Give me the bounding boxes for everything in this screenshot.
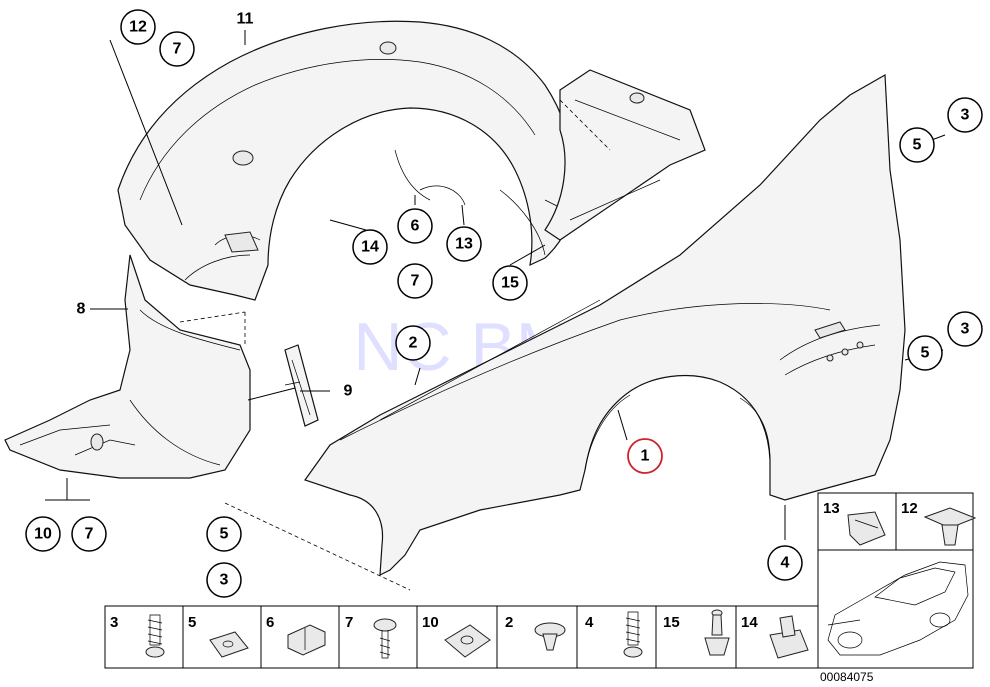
table-label-7: 7 xyxy=(345,614,353,631)
callout-3-top-right: 3 xyxy=(947,97,983,133)
callout-7-mid: 7 xyxy=(397,263,433,299)
callout-7-bottom: 7 xyxy=(71,516,107,552)
svg-text:7: 7 xyxy=(411,273,420,290)
rivet-icon xyxy=(534,622,566,651)
table-label-3: 3 xyxy=(110,614,118,631)
svg-text:6: 6 xyxy=(411,218,420,235)
vent-cover xyxy=(284,344,319,427)
svg-text:5: 5 xyxy=(220,526,229,543)
callout-1: 1 xyxy=(627,438,663,474)
clip-icon xyxy=(287,624,326,656)
svg-text:12: 12 xyxy=(901,500,918,517)
svg-text:4: 4 xyxy=(781,555,790,572)
svg-text:10: 10 xyxy=(34,526,52,543)
svg-text:13: 13 xyxy=(823,500,840,517)
table-label-14: 14 xyxy=(741,614,758,631)
self-tapping-screw-icon xyxy=(623,611,643,658)
speed-nut-icon xyxy=(209,631,249,658)
svg-text:3: 3 xyxy=(961,107,970,124)
leader-lines xyxy=(45,30,946,591)
svg-text:1: 1 xyxy=(641,448,650,465)
table-label-15: 15 xyxy=(663,614,680,631)
callout-5-bottom: 5 xyxy=(206,516,242,552)
callout-15: 15 xyxy=(492,265,528,301)
svg-text:7: 7 xyxy=(85,526,94,543)
svg-text:15: 15 xyxy=(501,275,519,292)
push-pin-icon xyxy=(704,609,730,656)
svg-text:14: 14 xyxy=(361,239,379,256)
label-9: 9 xyxy=(344,383,353,400)
callout-5-top-right: 5 xyxy=(899,127,935,163)
svg-text:5: 5 xyxy=(921,345,930,362)
callout-4: 4 xyxy=(767,545,803,581)
inset-box-car xyxy=(817,549,974,669)
expansion-nut-icon xyxy=(769,615,809,659)
svg-text:13: 13 xyxy=(455,236,473,253)
table-label-10: 10 xyxy=(422,614,439,631)
table-label-6: 6 xyxy=(266,614,274,631)
callout-6: 6 xyxy=(397,208,433,244)
svg-text:12: 12 xyxy=(129,19,147,36)
label-11: 11 xyxy=(237,11,254,28)
svg-text:2: 2 xyxy=(409,335,418,352)
bottom-parts-table: 3 5 6 7 10 2 4 15 14 xyxy=(104,605,819,669)
callout-12-top: 12 xyxy=(120,9,156,45)
callout-5-right: 5 xyxy=(907,335,943,371)
car-thumbnail xyxy=(827,561,969,656)
reference-number: 00084075 xyxy=(820,670,874,684)
callout-13: 13 xyxy=(446,226,482,262)
callout-2: 2 xyxy=(395,325,431,361)
svg-text:3: 3 xyxy=(220,572,229,589)
nut-plate-icon xyxy=(444,624,491,658)
inset-box-13: 13 xyxy=(817,492,897,551)
screw-icon xyxy=(145,614,165,658)
callout-3-right: 3 xyxy=(947,311,983,347)
table-label-2: 2 xyxy=(505,614,513,631)
bolt-washer-icon xyxy=(373,618,397,659)
callout-14: 14 xyxy=(352,229,388,265)
table-label-5: 5 xyxy=(188,614,196,631)
svg-text:3: 3 xyxy=(961,321,970,338)
label-8: 8 xyxy=(77,301,86,318)
inset-box-12: 12 xyxy=(895,492,977,551)
svg-text:7: 7 xyxy=(173,41,182,58)
splash-shield xyxy=(4,254,251,479)
underbody-panel xyxy=(544,69,706,241)
svg-text:5: 5 xyxy=(913,137,922,154)
callout-3-bottom: 3 xyxy=(206,562,242,598)
callout-10: 10 xyxy=(25,516,61,552)
callout-7-top: 7 xyxy=(159,31,195,67)
table-label-4: 4 xyxy=(585,614,594,631)
front-fender xyxy=(304,73,906,577)
